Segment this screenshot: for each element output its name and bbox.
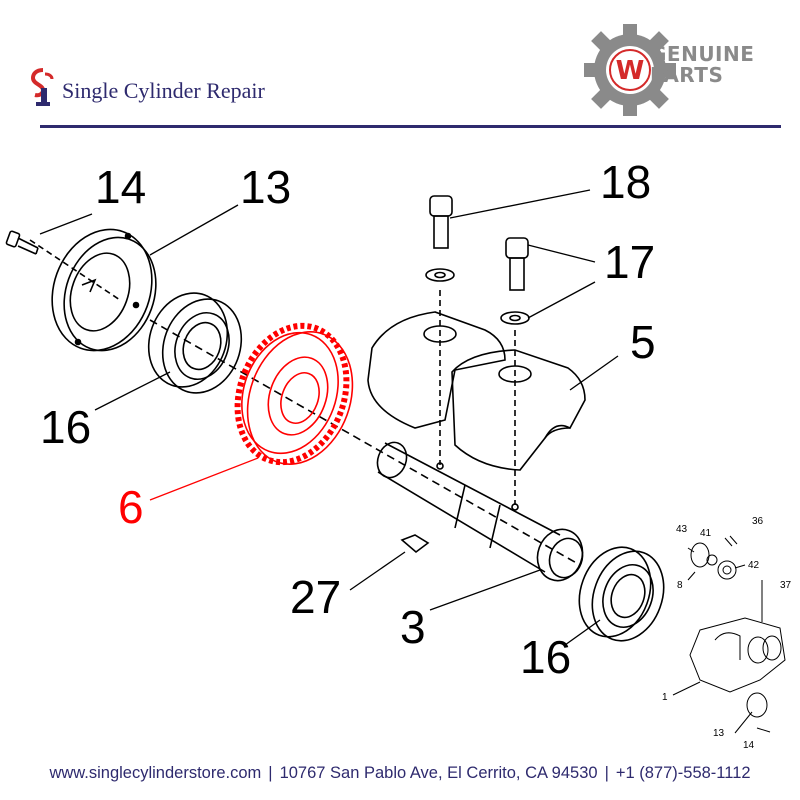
part-6-gear (234, 322, 354, 466)
part-14-screw (5, 230, 39, 255)
inset-label-42: 42 (748, 560, 760, 571)
part-5-bearing-block (367, 311, 586, 471)
genuine-parts-gear-icon: W (584, 24, 676, 116)
callout-3: 3 (400, 601, 426, 653)
inset-part-1-housing (689, 617, 786, 693)
scr-logo-icon (30, 68, 54, 106)
callout-6: 6 (118, 481, 144, 533)
inset-label-14: 14 (743, 740, 755, 751)
badge-letter: W (616, 56, 645, 86)
footer-separator: | (604, 764, 609, 782)
callout-18: 18 (600, 156, 651, 208)
inset-overview-diagram: 43 41 36 8 42 37 1 13 14 (662, 516, 792, 751)
inset-part-36 (724, 535, 738, 547)
footer-contact: www.singlecylinderstore.com | 10767 San Pa… (0, 764, 800, 783)
inset-label-1: 1 (662, 692, 668, 703)
callout-16-right: 16 (520, 631, 571, 683)
callout-27: 27 (290, 571, 341, 623)
inset-label-43: 43 (676, 524, 688, 535)
header-divider (40, 125, 781, 128)
part-27-key (400, 534, 430, 554)
badge-line-1: GENUINE (650, 42, 755, 66)
brand-logo: Single Cylinder Repair (30, 68, 265, 108)
part-16-bearing-right (578, 546, 665, 642)
inset-part-41 (690, 542, 710, 568)
footer-website-link[interactable]: www.singlecylinderstore.com (49, 764, 262, 782)
inset-part-14 (756, 727, 771, 733)
footer-address: 10767 San Pablo Ave, El Cerrito, CA 9453… (279, 764, 598, 782)
footer-phone[interactable]: +1 (877)-558-1112 (615, 764, 751, 782)
part-13-bearing-cover (51, 228, 157, 352)
inset-label-37: 37 (780, 580, 792, 591)
leader-lines (39, 189, 619, 646)
callout-14: 14 (95, 161, 146, 213)
badge-line-2: PARTS (650, 63, 724, 87)
axis-line-left (29, 239, 121, 301)
brand-name: Single Cylinder Repair (62, 78, 265, 103)
callout-17: 17 (604, 236, 655, 288)
callout-13: 13 (240, 161, 291, 213)
leader-line-6 (149, 457, 259, 501)
inset-label-36: 36 (752, 516, 764, 527)
inset-label-41: 41 (700, 528, 712, 539)
part-17-bolt (500, 237, 530, 325)
inset-part-13 (746, 692, 768, 718)
part-18-bolt (425, 195, 455, 282)
part-16-bearing-left (147, 292, 243, 394)
callout-16-left: 16 (40, 401, 91, 453)
inset-part-42 (717, 560, 737, 580)
footer-separator: | (268, 764, 273, 782)
genuine-parts-text: GENUINE PARTS (650, 44, 754, 86)
inset-label-13: 13 (713, 728, 725, 739)
callout-5: 5 (630, 316, 656, 368)
part-3-shaft (376, 441, 584, 582)
inset-label-8: 8 (677, 580, 683, 591)
axis-line-main (149, 319, 581, 566)
